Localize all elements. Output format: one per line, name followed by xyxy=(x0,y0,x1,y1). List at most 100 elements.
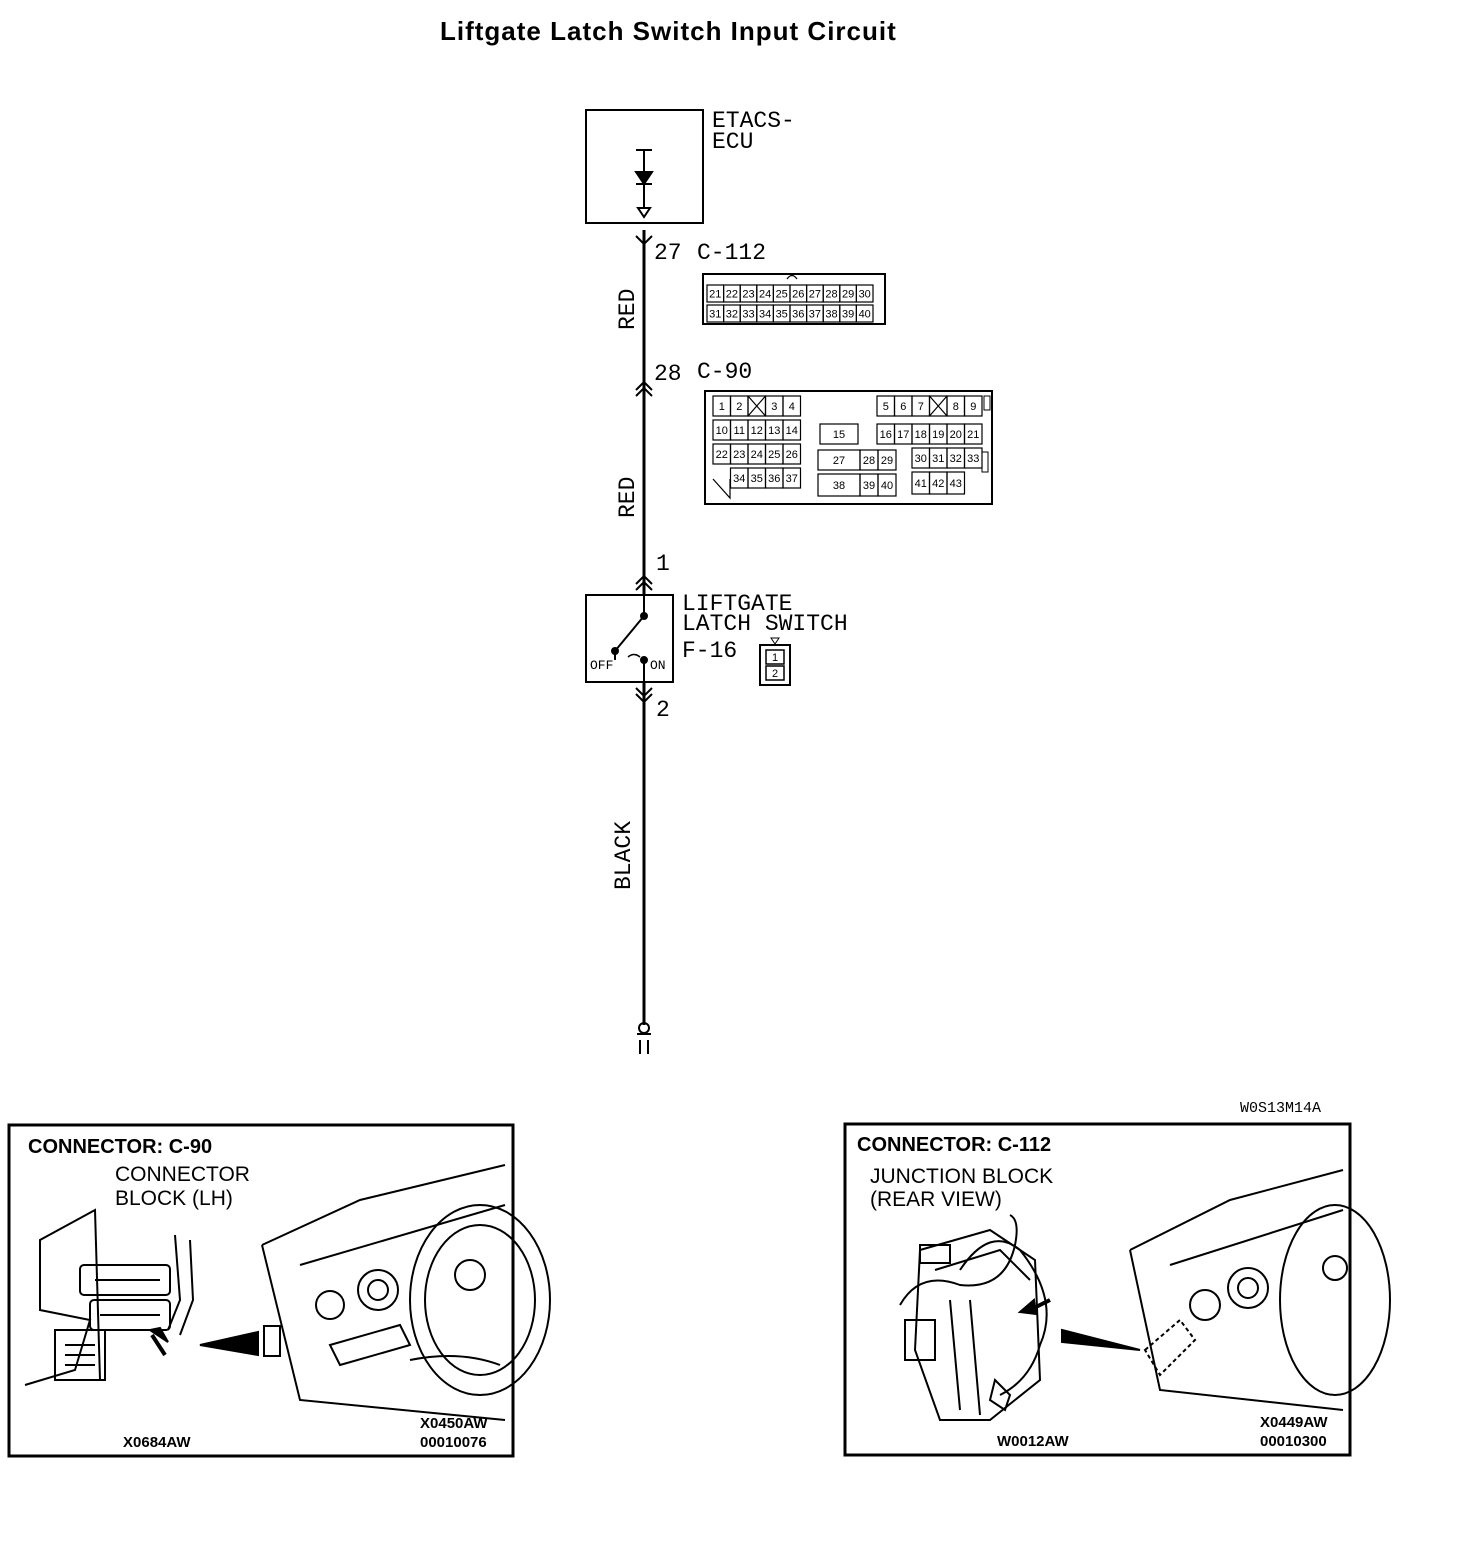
c90-pin-4: 4 xyxy=(789,401,795,413)
c90-pin-14-cell xyxy=(782,419,802,441)
c112-pin-22: 22 xyxy=(726,289,738,301)
c112-pin-37: 37 xyxy=(809,309,821,321)
c90-pin-14: 14 xyxy=(786,425,798,437)
c90-key xyxy=(712,478,731,500)
c90-pin-27: 27 xyxy=(833,455,845,467)
panel-c112 xyxy=(843,1122,1352,1457)
c90-pin-35: 35 xyxy=(751,473,763,485)
c90-pin-13: 13 xyxy=(768,425,780,437)
switch-pin-bottom: 2 xyxy=(656,697,670,723)
c90-pin-18: 18 xyxy=(915,429,927,441)
c90-pin-8: 8 xyxy=(953,401,959,413)
c112-outline xyxy=(702,273,886,325)
c112-pin-40-cell xyxy=(855,304,874,323)
switch-label-line1: LIFTGATE xyxy=(682,591,792,617)
c112-pin-39: 39 xyxy=(842,309,854,321)
f16-name-label: F-16 xyxy=(682,638,737,664)
c112-pin-30-cell xyxy=(855,284,874,303)
wire-color-lower: BLACK xyxy=(611,821,637,890)
panel-c90-code-left: X0684AW xyxy=(123,1434,191,1451)
c112-pin-30: 30 xyxy=(859,289,871,301)
c90-location-illustration xyxy=(24,1164,551,1421)
c90-pin-37-cell xyxy=(782,467,802,489)
c90-pin-blank-blank xyxy=(747,395,766,417)
panel-c112-caption-2: (REAR VIEW) xyxy=(870,1188,1002,1211)
c90-pin-11: 11 xyxy=(734,425,745,437)
panel-c90 xyxy=(7,1123,515,1458)
c90-pin-28: 28 xyxy=(863,455,875,467)
ecu-box xyxy=(585,109,704,224)
c90-pin-23: 23 xyxy=(733,449,745,461)
terminal-chevrons xyxy=(635,235,653,704)
c90-pin-36: 36 xyxy=(768,473,780,485)
c112-location-illustration xyxy=(899,1169,1391,1421)
panel-c112-code-right-1: X0449AW xyxy=(1260,1414,1328,1431)
c90-pin-39: 39 xyxy=(863,480,875,492)
c90-pin-12: 12 xyxy=(751,425,763,437)
c90-pin-41: 41 xyxy=(915,478,927,490)
c90-pin-blank-blank xyxy=(929,395,948,417)
c90-pin-17: 17 xyxy=(897,429,909,441)
ecu-label-line1: ETACS- xyxy=(712,108,795,134)
c112-pin-24: 24 xyxy=(759,289,771,301)
c90-pin-19: 19 xyxy=(932,429,944,441)
c90-right-tab xyxy=(983,395,991,411)
c90-pin-40: 40 xyxy=(881,480,893,492)
c90-pin-9-cell xyxy=(963,395,983,417)
switch-label-line2: LATCH SWITCH xyxy=(682,611,848,637)
ground-symbol xyxy=(637,1022,651,1054)
diode-symbol xyxy=(634,149,654,219)
c90-pin-26: 26 xyxy=(786,449,798,461)
c90-pin-29-cell xyxy=(877,449,897,471)
c90-pin-7: 7 xyxy=(918,401,924,413)
wire-color-upper: RED xyxy=(615,289,641,330)
panel-c112-header: CONNECTOR: C-112 xyxy=(857,1134,1051,1156)
switch-symbol xyxy=(611,596,648,681)
c90-pin-32: 32 xyxy=(950,453,962,465)
c90-pin-2: 2 xyxy=(736,401,742,413)
c112-pin-25: 25 xyxy=(776,289,788,301)
panel-c90-code-right-1: X0450AW xyxy=(420,1415,488,1432)
c112-pin-32: 32 xyxy=(726,309,738,321)
c112-latch xyxy=(786,274,798,280)
switch-box xyxy=(585,594,674,683)
panel-c112-caption-1: JUNCTION BLOCK xyxy=(870,1165,1053,1188)
c112-pin-28: 28 xyxy=(825,289,837,301)
wire-color-middle: RED xyxy=(615,477,641,518)
switch-off-label: OFF xyxy=(590,658,613,673)
c90-pin-24: 24 xyxy=(751,449,763,461)
c90-pin-26-cell xyxy=(782,443,802,465)
c90-pin-6: 6 xyxy=(900,401,906,413)
c90-pin-1: 1 xyxy=(719,401,725,413)
c90-pin-42: 42 xyxy=(932,478,944,490)
c90-pin-43-cell xyxy=(946,471,966,495)
c90-pin-43: 43 xyxy=(950,478,962,490)
c112-name-label: C-112 xyxy=(697,240,766,266)
panel-c90-header: CONNECTOR: C-90 xyxy=(28,1136,212,1158)
c90-pin-22: 22 xyxy=(716,449,728,461)
c90-right-tab xyxy=(981,451,989,473)
c90-pin-4-cell xyxy=(782,395,802,417)
c112-pin-40: 40 xyxy=(859,309,871,321)
c90-pin-15-cell xyxy=(819,423,859,445)
c112-pin-34: 34 xyxy=(759,309,771,321)
f16-connector-face: 1 2 xyxy=(759,637,791,686)
c90-pin-3: 3 xyxy=(771,401,777,413)
c90-pin-21: 21 xyxy=(967,429,979,441)
c90-pin-33: 33 xyxy=(967,453,979,465)
c90-pin-15: 15 xyxy=(833,429,845,441)
c90-name-label: C-90 xyxy=(697,359,752,385)
switch-pin-top: 1 xyxy=(656,551,670,577)
c112-pin-label: 27 xyxy=(654,240,682,266)
c90-pin-40-cell xyxy=(877,473,897,497)
c90-pin-30: 30 xyxy=(915,453,927,465)
panel-c90-caption-2: BLOCK (LH) xyxy=(115,1187,233,1210)
ecu-label-line2: ECU xyxy=(712,129,753,155)
panel-c112-code-right-2: 00010300 xyxy=(1260,1433,1327,1450)
c112-pin-33: 33 xyxy=(742,309,754,321)
c112-pin-29: 29 xyxy=(842,289,854,301)
c90-outline xyxy=(704,390,993,505)
